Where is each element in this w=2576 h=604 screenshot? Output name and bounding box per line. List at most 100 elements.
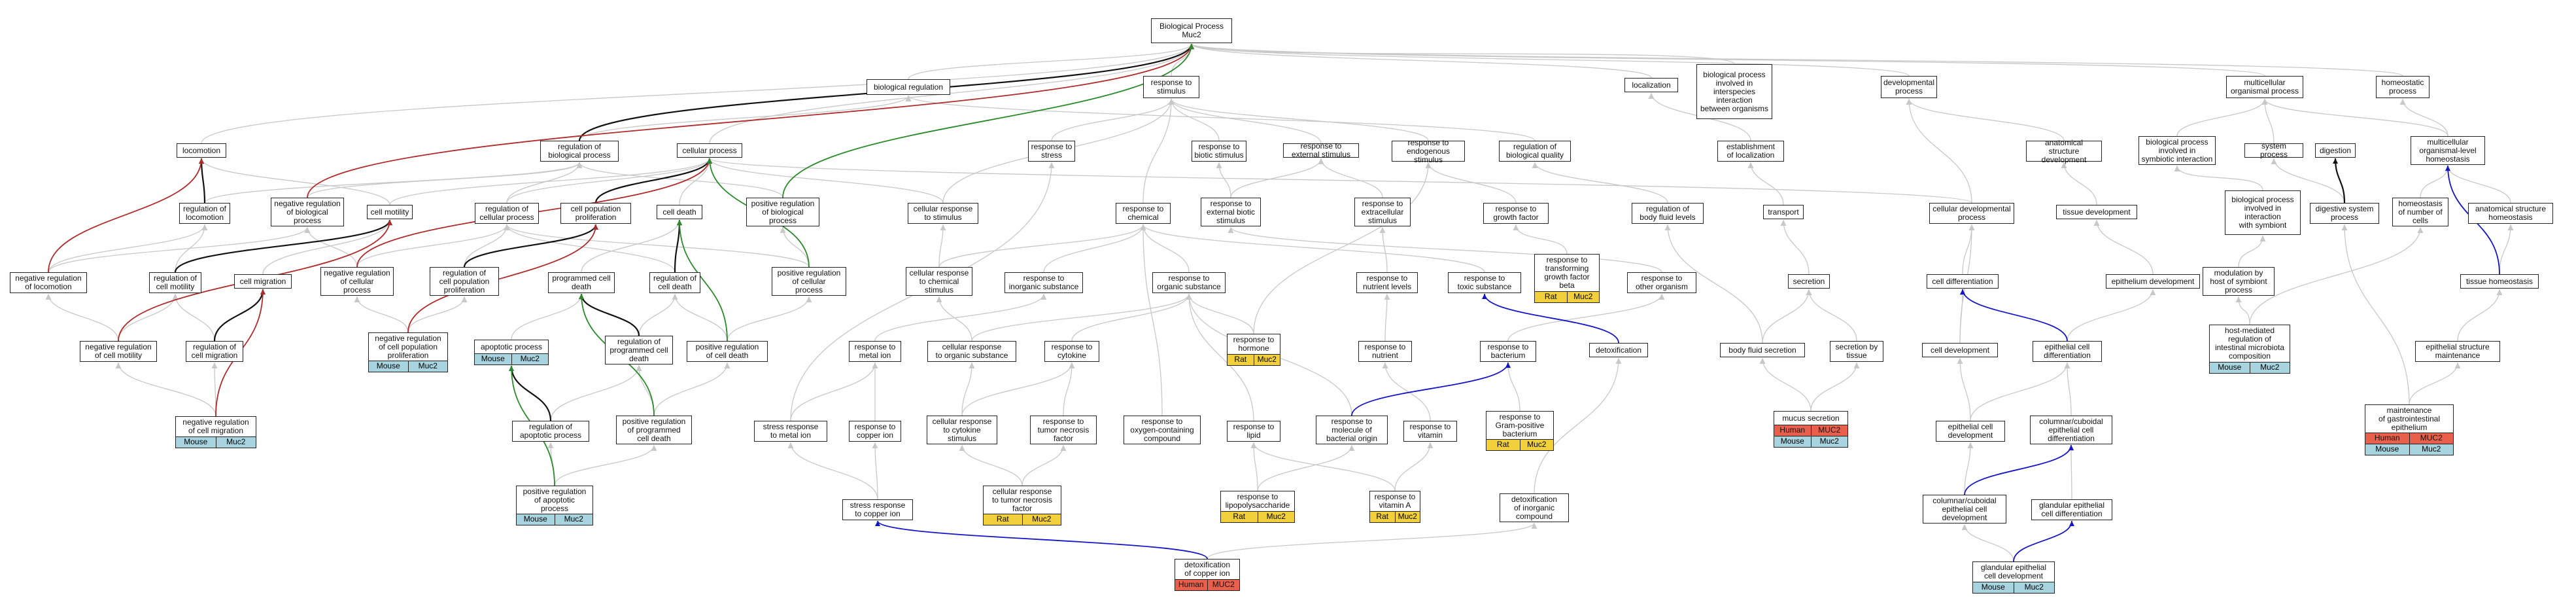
go-term-response-to-extracellular-stimulus[interactable]: response to extracellular stimulus [1354, 198, 1411, 226]
go-term-response-to-chemical[interactable]: response to chemical [1116, 203, 1171, 224]
go-term-establishment-of-localization[interactable]: establishment of localization [1717, 141, 1784, 162]
go-term-response-to-biotic-stimulus[interactable]: response to biotic stimulus [1192, 141, 1246, 162]
go-term-negative-regulation-of-cell-motility[interactable]: negative regulation of cell motility [80, 341, 157, 362]
go-term-regulation-of-body-fluid-levels[interactable]: regulation of body fluid levels [1632, 203, 1704, 224]
go-term-cell-migration[interactable]: cell migration [234, 274, 292, 289]
go-term-response-to-endogenous-stimulus[interactable]: response to endogenous stimulus [1392, 138, 1465, 164]
go-term-positive-regulation-of-cell-death[interactable]: positive regulation of cell death [687, 341, 768, 362]
go-term-cell-population-proliferation[interactable]: cell population proliferation [560, 203, 631, 224]
go-term-digestion[interactable]: digestion [2315, 143, 2356, 158]
go-term-system-process[interactable]: system process [2244, 142, 2303, 159]
go-term-digestive-system-process[interactable]: digestive system process [2310, 203, 2379, 224]
go-term-mucus-secretion[interactable]: mucus secretion [1774, 411, 1848, 425]
go-term-cellular-response-to-stimulus[interactable]: cellular response to stimulus [908, 203, 978, 224]
go-term-response-to-tgf-beta[interactable]: response to transforming growth factor b… [1534, 254, 1600, 292]
go-term-homeostatic-process[interactable]: homeostatic process [2376, 76, 2430, 98]
go-term-tissue-homeostasis[interactable]: tissue homeostasis [2460, 274, 2539, 289]
go-term-apoptotic-process[interactable]: apoptotic process [474, 340, 549, 354]
go-term-response-to-vitamin[interactable]: response to vitamin [1403, 421, 1457, 442]
go-term-regulation-of-cell-motility[interactable]: regulation of cell motility [149, 272, 201, 293]
go-term-body-fluid-secretion[interactable]: body fluid secretion [1720, 343, 1805, 357]
go-term-response-to-stimulus[interactable]: response to stimulus [1143, 76, 1199, 98]
go-term-response-to-gram-positive-bacterium[interactable]: response to Gram-positive bacterium [1486, 411, 1554, 440]
go-term-response-to-external-biotic-stimulus[interactable]: response to external biotic stimulus [1201, 198, 1261, 226]
go-term-response-to-oxygen-containing-compound[interactable]: response to oxygen-containing compound [1124, 416, 1201, 444]
go-term-response-to-lipopolysaccharide[interactable]: response to lipopolysaccharide [1220, 491, 1295, 512]
go-term-cellular-developmental-process[interactable]: cellular developmental process [1929, 203, 2014, 224]
go-term-negative-regulation-of-cell-migration[interactable]: negative regulation of cell migration [175, 416, 256, 437]
go-term-stress-response-to-metal-ion[interactable]: stress response to metal ion [754, 421, 827, 442]
go-term-transport[interactable]: transport [1763, 205, 1804, 219]
go-term-positive-regulation-of-biological-process[interactable]: positive regulation of biological proces… [746, 198, 819, 226]
go-term-negative-regulation-of-cellular-process[interactable]: negative regulation of cellular process [320, 267, 394, 296]
go-term-programmed-cell-death[interactable]: programmed cell death [548, 272, 615, 293]
go-term-bp-interaction-symbiont[interactable]: biological process involved in interacti… [2225, 190, 2301, 235]
go-term-cell-death[interactable]: cell death [657, 205, 702, 219]
go-term-regulation-of-cell-migration[interactable]: regulation of cell migration [186, 341, 243, 362]
go-term-response-to-metal-ion[interactable]: response to metal ion [849, 341, 901, 362]
go-term-epithelium-development[interactable]: epithelium development [2106, 274, 2200, 289]
go-term-regulation-of-locomotion[interactable]: regulation of locomotion [179, 203, 230, 224]
go-term-cell-development[interactable]: cell development [1922, 343, 1998, 357]
go-term-detoxification[interactable]: detoxification [1589, 343, 1648, 357]
go-term-modulation-by-host-of-symbiont-process[interactable]: modulation by host of symbiont process [2203, 267, 2275, 296]
go-term-glandular-epithelial-cell-development[interactable]: glandular epithelial cell development [1972, 561, 2055, 582]
go-term-negative-regulation-of-cell-population-proliferation[interactable]: negative regulation of cell population p… [368, 332, 448, 361]
go-term-epithelial-cell-development[interactable]: epithelial cell development [1936, 421, 2005, 442]
go-term-negative-regulation-of-biological-process[interactable]: negative regulation of biological proces… [271, 198, 344, 226]
go-term-anatomical-structure-development[interactable]: anatomical structure development [2026, 138, 2102, 164]
go-term-developmental-process[interactable]: developmental process [1881, 76, 1937, 98]
go-term-detoxification-of-copper-ion[interactable]: detoxification of copper ion [1175, 559, 1240, 580]
go-term-response-to-nutrient[interactable]: response to nutrient [1358, 341, 1412, 362]
go-term-anatomical-structure-homeostasis[interactable]: anatomical structure homeostasis [2468, 203, 2553, 224]
go-term-cell-differentiation[interactable]: cell differentiation [1927, 274, 1999, 289]
go-term-response-to-inorganic-substance[interactable]: response to inorganic substance [1005, 272, 1083, 293]
go-term-cellular-response-to-tnf[interactable]: cellular response to tumor necrosis fact… [983, 486, 1061, 514]
go-term-regulation-of-biological-quality[interactable]: regulation of biological quality [1499, 141, 1571, 162]
go-term-root[interactable]: Biological Process Muc2 [1151, 18, 1232, 43]
go-term-tissue-development[interactable]: tissue development [2056, 205, 2137, 219]
go-term-biological-regulation[interactable]: biological regulation [867, 79, 950, 95]
go-term-response-to-lipid[interactable]: response to lipid [1227, 421, 1280, 442]
go-term-secretion-by-tissue[interactable]: secretion by tissue [1830, 341, 1883, 362]
go-term-cellular-response-to-organic-substance[interactable]: cellular response to organic substance [927, 341, 1016, 362]
go-term-response-to-toxic-substance[interactable]: response to toxic substance [1448, 272, 1521, 293]
go-term-epithelial-cell-differentiation[interactable]: epithelial cell differentiation [2033, 341, 2102, 362]
go-term-columnar-cuboidal-epithelial-cell-differentiation[interactable]: columnar/cuboidal epithelial cell differ… [2030, 416, 2112, 444]
go-term-positive-regulation-of-programmed-cell-death[interactable]: positive regulation of programmed cell d… [616, 416, 692, 444]
go-term-secretion[interactable]: secretion [1788, 274, 1830, 289]
go-term-multicellular-organismal-process[interactable]: multicellular organismal process [2226, 76, 2303, 98]
go-term-response-to-cytokine[interactable]: response to cytokine [1044, 341, 1099, 362]
go-term-response-to-growth-factor[interactable]: response to growth factor [1483, 203, 1549, 224]
go-term-negative-regulation-of-locomotion[interactable]: negative regulation of locomotion [10, 272, 87, 293]
go-term-regulation-of-cellular-process[interactable]: regulation of cellular process [475, 203, 539, 224]
go-term-response-to-bacterium[interactable]: response to bacterium [1480, 341, 1536, 362]
go-term-positive-regulation-of-apoptotic-process[interactable]: positive regulation of apoptotic process [516, 486, 593, 514]
go-term-epithelial-structure-maintenance[interactable]: epithelial structure maintenance [2415, 341, 2500, 362]
go-term-response-to-vitamin-a[interactable]: response to vitamin A [1369, 491, 1420, 512]
go-term-maintenance-of-gastrointestinal-epithelium[interactable]: maintenance of gastrointestinal epitheli… [2365, 404, 2454, 433]
go-term-regulation-of-programmed-cell-death[interactable]: regulation of programmed cell death [605, 336, 673, 364]
go-term-multicellular-organismal-homeostasis[interactable]: multicellular organismal-level homeostas… [2411, 136, 2485, 165]
go-term-homeostasis-of-number-of-cells[interactable]: homeostasis of number of cells [2392, 198, 2448, 226]
go-term-response-to-external-stimulus[interactable]: response to external stimulus [1283, 142, 1359, 159]
go-term-response-to-molecule-of-bacterial-origin[interactable]: response to molecule of bacterial origin [1316, 416, 1388, 444]
go-term-response-to-stress[interactable]: response to stress [1028, 141, 1075, 162]
go-term-columnar-cuboidal-epithelial-cell-development[interactable]: columnar/cuboidal epithelial cell develo… [1923, 495, 2006, 524]
go-term-regulation-of-biological-process[interactable]: regulation of biological process [540, 141, 619, 162]
go-term-stress-response-to-copper-ion[interactable]: stress response to copper ion [842, 499, 913, 520]
go-term-response-to-organic-substance[interactable]: response to organic substance [1152, 272, 1226, 293]
go-term-response-to-other-organism[interactable]: response to other organism [1627, 272, 1696, 293]
go-term-regulation-of-apoptotic-process[interactable]: regulation of apoptotic process [512, 421, 589, 442]
go-term-regulation-of-cell-population-proliferation[interactable]: regulation of cell population proliferat… [430, 267, 499, 296]
go-term-cellular-response-to-cytokine-stimulus[interactable]: cellular response to cytokine stimulus [927, 416, 997, 444]
go-term-bp-symbiotic[interactable]: biological process involved in symbiotic… [2138, 136, 2216, 165]
go-term-cell-motility[interactable]: cell motility [367, 205, 413, 219]
go-term-locomotion[interactable]: locomotion [177, 143, 226, 158]
go-term-localization[interactable]: localization [1624, 78, 1678, 92]
go-term-cellular-process[interactable]: cellular process [677, 143, 742, 158]
go-term-cellular-response-to-chemical-stimulus[interactable]: cellular response to chemical stimulus [906, 267, 972, 296]
go-term-detoxification-of-inorganic-compound[interactable]: detoxification of inorganic compound [1500, 493, 1569, 522]
go-term-glandular-epithelial-cell-differentiation[interactable]: glandular epithelial cell differentiatio… [2031, 499, 2112, 520]
go-term-response-to-hormone[interactable]: response to hormone [1227, 334, 1280, 355]
